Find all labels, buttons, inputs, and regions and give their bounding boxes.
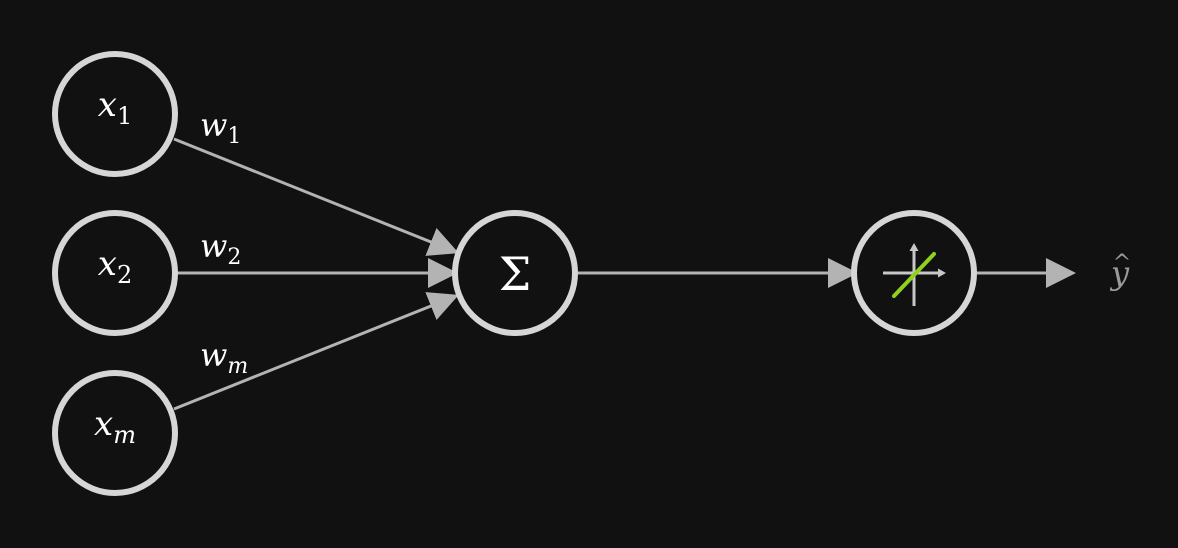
sum-node: Σ	[452, 210, 578, 336]
output-label: y ^	[1109, 251, 1131, 292]
edge-xm-to-sum	[173, 292, 459, 411]
input-node-x2: x2	[52, 210, 178, 336]
output-hat: ^	[1113, 251, 1131, 276]
input-node-xm: xm	[52, 370, 178, 496]
output-y: y	[1109, 254, 1130, 292]
activation-node	[851, 210, 977, 336]
input-label-x2: x2	[98, 244, 132, 289]
sum-symbol: Σ	[499, 247, 532, 301]
edge-x1-to-sum	[173, 137, 459, 256]
input-label-x1: x1	[98, 85, 132, 130]
linear-activation-icon	[883, 243, 946, 306]
weight-label-wm: wm	[200, 336, 248, 379]
input-node-x1: x1	[52, 51, 178, 177]
weight-label-w2: w2	[200, 227, 241, 270]
input-label-xm: xm	[94, 404, 136, 449]
weight-label-w1: w1	[200, 106, 241, 149]
